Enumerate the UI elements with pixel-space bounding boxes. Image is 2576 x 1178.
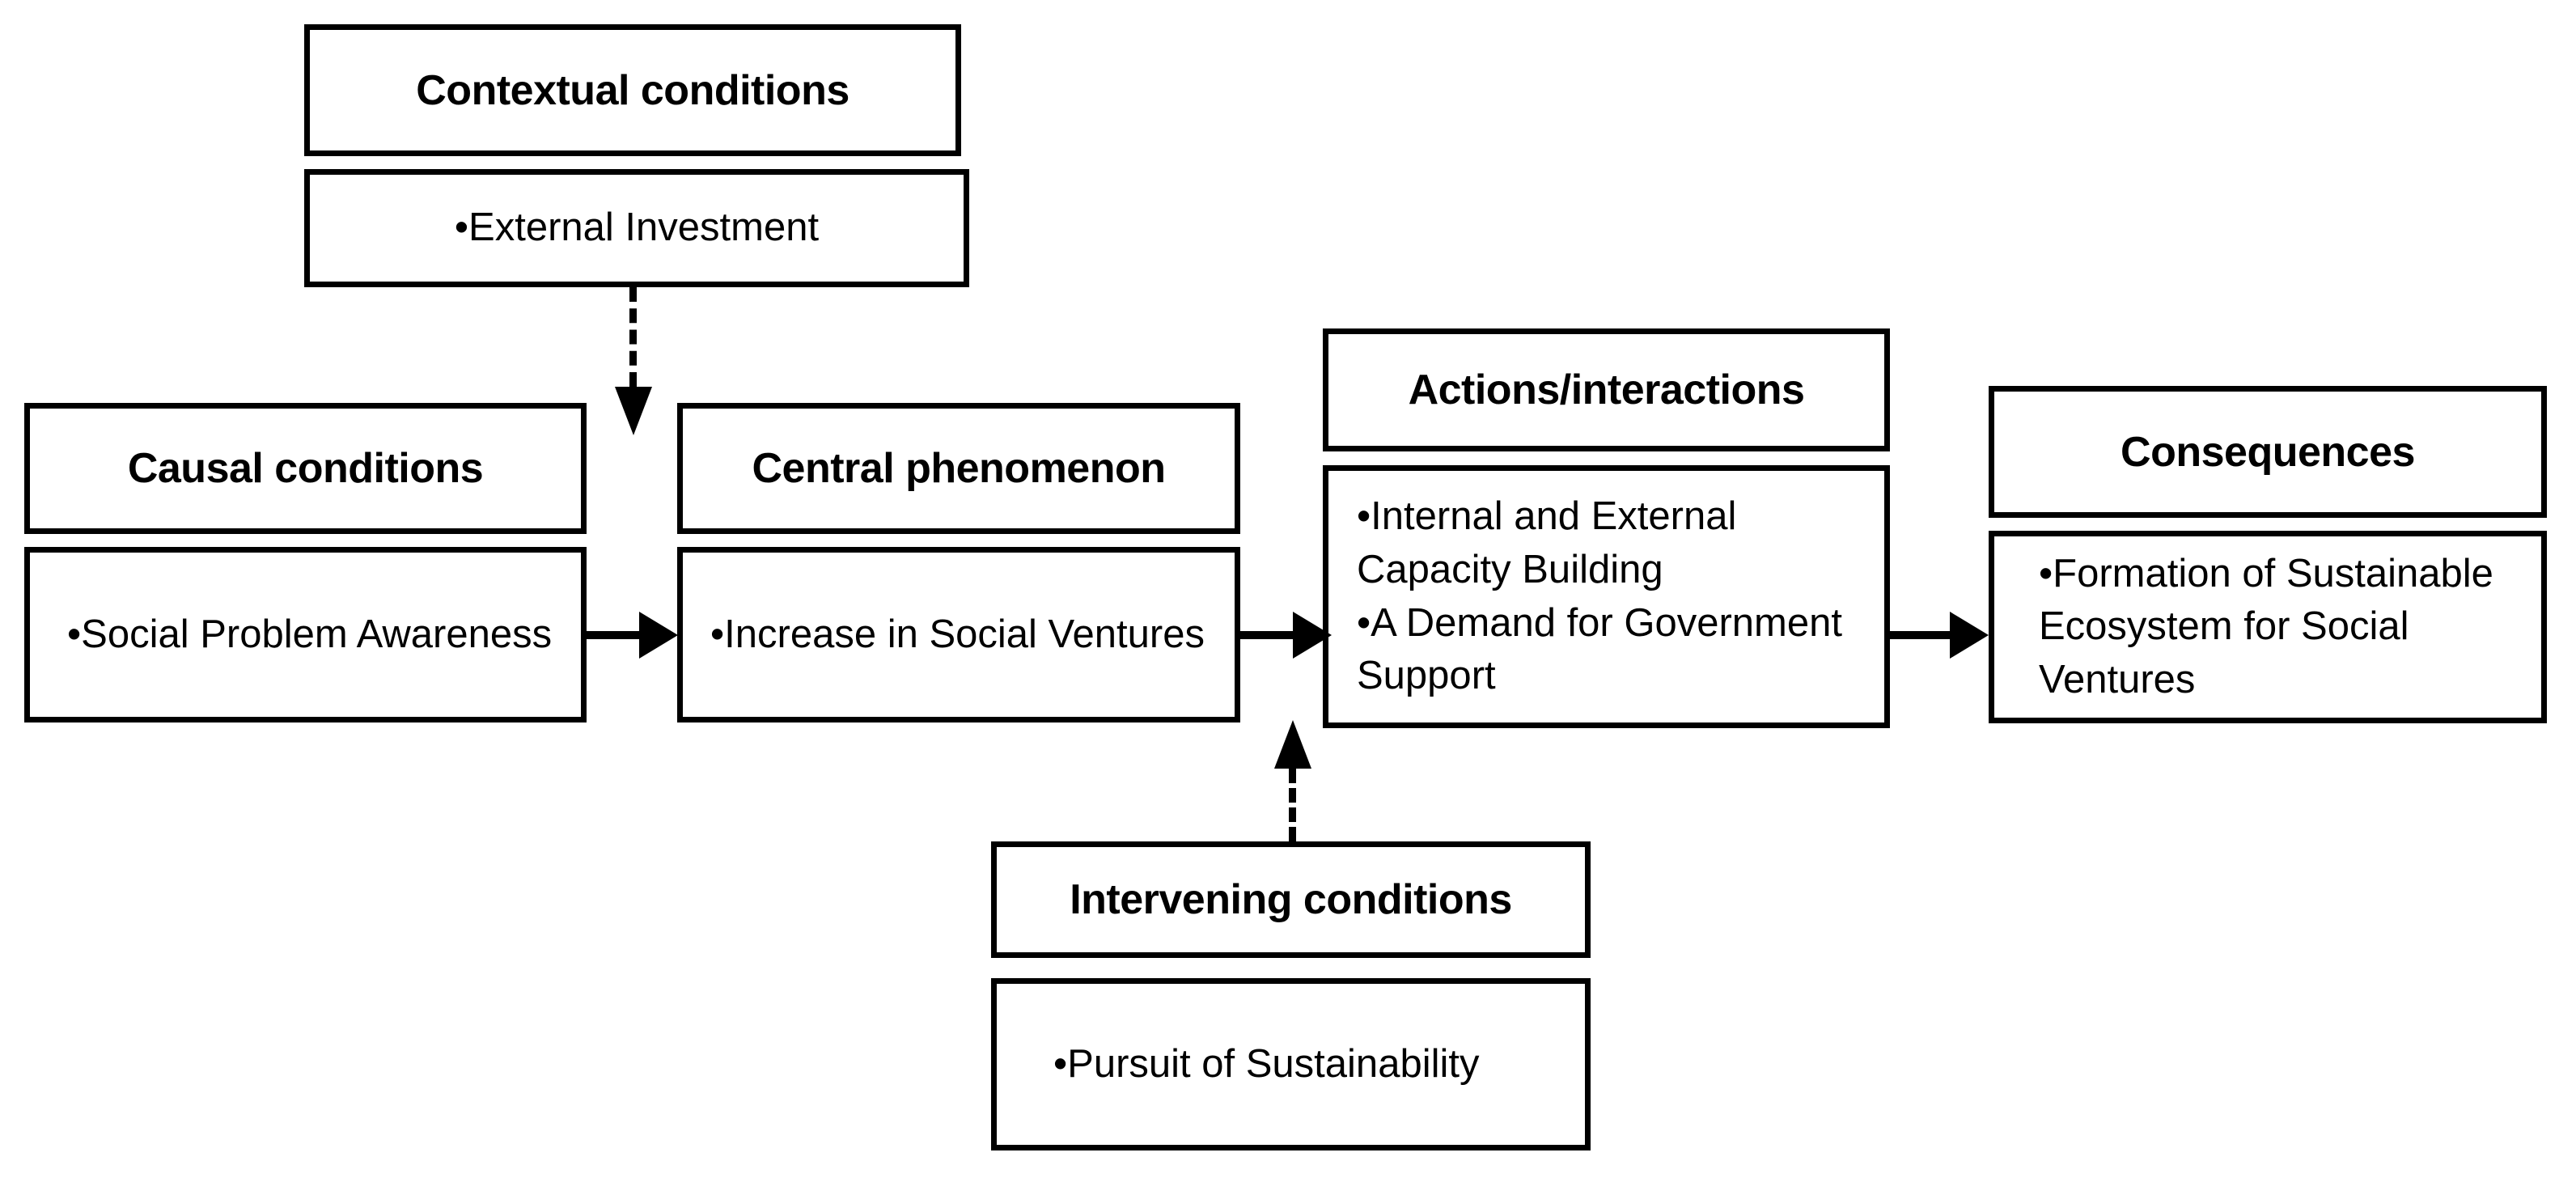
central-phenomenon-title: Central phenomenon <box>752 445 1166 492</box>
dashed-arrow-line <box>1289 769 1296 841</box>
arrow-line <box>1890 631 1951 639</box>
consequences-title-box: Consequences <box>1989 386 2547 518</box>
capacity-building-item: •Internal and External Capacity Building <box>1357 494 1737 591</box>
causal-conditions-title: Causal conditions <box>127 445 484 492</box>
contextual-conditions-body-box: •External Investment <box>304 169 969 287</box>
arrow-line <box>587 631 642 639</box>
actions-interactions-body-box: •Internal and External Capacity Building… <box>1323 465 1890 728</box>
arrow-line <box>1240 631 1295 639</box>
external-investment-item: •External Investment <box>454 206 820 250</box>
central-phenomenon-body-box: •Increase in Social Ventures <box>677 547 1240 722</box>
government-support-item: •A Demand for Government Support <box>1357 600 1842 698</box>
consequences-body-box: •Formation of Sustainable Ecosystem for … <box>1989 531 2547 723</box>
arrowhead-right-icon <box>1950 612 1989 659</box>
causal-conditions-title-box: Causal conditions <box>24 403 587 534</box>
intervening-conditions-title-box: Intervening conditions <box>991 841 1591 958</box>
consequences-title: Consequences <box>2121 428 2415 476</box>
sustainable-ecosystem-item: •Formation of Sustainable Ecosystem for … <box>2039 551 2493 701</box>
central-phenomenon-title-box: Central phenomenon <box>677 403 1240 534</box>
causal-conditions-body-box: •Social Problem Awareness <box>24 547 587 722</box>
pursuit-sustainability-item: •Pursuit of Sustainability <box>1053 1041 1480 1086</box>
actions-interactions-title-box: Actions/interactions <box>1323 328 1890 451</box>
dashed-arrow-line <box>629 287 637 387</box>
intervening-conditions-title: Intervening conditions <box>1070 876 1512 923</box>
arrowhead-up-icon <box>1274 720 1311 769</box>
actions-interactions-title: Actions/interactions <box>1408 367 1805 413</box>
contextual-conditions-title: Contextual conditions <box>416 66 849 114</box>
increase-social-ventures-item: •Increase in Social Ventures <box>710 612 1205 656</box>
arrowhead-down-icon <box>615 387 652 435</box>
arrowhead-right-icon <box>639 612 678 659</box>
social-problem-awareness-item: •Social Problem Awareness <box>67 612 553 656</box>
contextual-conditions-title-box: Contextual conditions <box>304 24 961 156</box>
arrowhead-right-icon <box>1293 612 1332 659</box>
intervening-conditions-body-box: •Pursuit of Sustainability <box>991 978 1591 1150</box>
